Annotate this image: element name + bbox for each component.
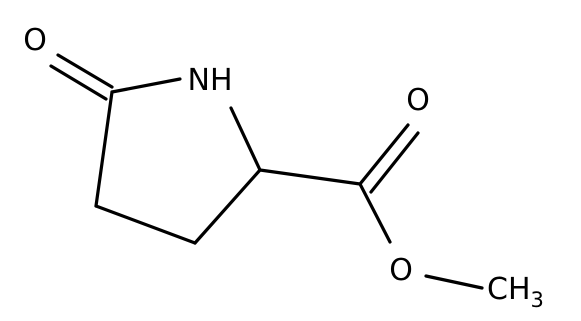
methyl-ch-label: CH (487, 272, 531, 307)
ring-oxygen-label: O (23, 23, 47, 58)
bond-ring-carbonyl-2 (49, 64, 108, 101)
bond-c3-c4 (94, 204, 197, 245)
bond-ring-carbonyl-1 (56, 53, 114, 89)
bond-ester-carbonyl-2 (369, 131, 420, 194)
bond-c2-c3 (193, 168, 262, 245)
ester-oxygen-label: O (389, 253, 413, 288)
bond-ester-carbonyl-1 (358, 123, 410, 186)
methyl-label: CH3 (487, 272, 544, 312)
bond-c4-c5 (94, 90, 114, 208)
bond-c5-n (110, 77, 182, 94)
bond-c2-ester-carbon (258, 168, 362, 186)
bond-n-c2 (229, 106, 262, 172)
bond-oxygen-methyl (424, 274, 484, 290)
bonds (49, 53, 484, 290)
methyl-subscript-label: 3 (531, 288, 544, 312)
bond-ester-carbon-oxygen (358, 182, 392, 244)
atom-labels: O NH O O CH3 (23, 23, 544, 312)
carbonyl-oxygen-label: O (406, 83, 430, 118)
ring-nitrogen-label: NH (188, 63, 233, 98)
